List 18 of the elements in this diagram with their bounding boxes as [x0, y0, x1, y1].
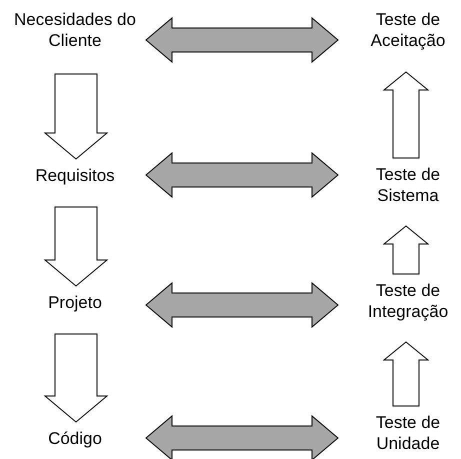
step-label: Requisitos: [35, 164, 115, 186]
double-block-arrow: [145, 414, 339, 459]
block-arrow: [44, 206, 108, 287]
step-label: Teste de Integração: [366, 280, 450, 322]
step-label: Projeto: [48, 292, 102, 312]
double-block-arrow: [145, 16, 339, 64]
block-arrow: [44, 334, 108, 423]
step-label: Necesidades do Cliente: [13, 9, 137, 51]
step-label: Teste de Aceitação: [370, 9, 446, 51]
block-arrow: [44, 74, 108, 160]
step-label: Teste de Unidade: [374, 412, 442, 454]
double-block-arrow: [145, 282, 339, 328]
double-block-arrow: [145, 152, 339, 198]
step-label: Código: [48, 428, 102, 448]
block-arrow: [382, 341, 430, 406]
block-arrow: [382, 225, 430, 274]
block-arrow: [382, 71, 430, 158]
step-label: Teste de Sistema: [374, 164, 442, 206]
